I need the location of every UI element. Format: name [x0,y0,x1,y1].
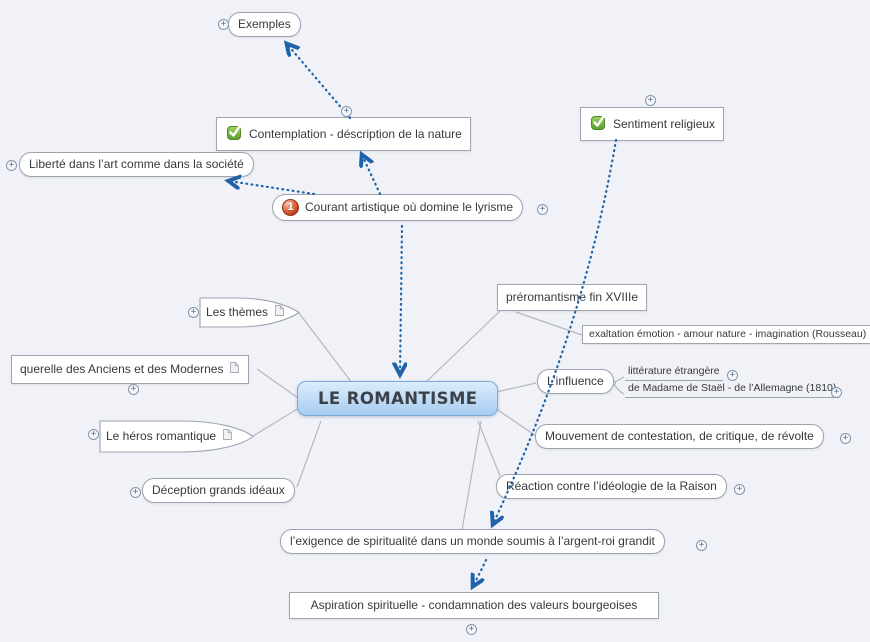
topic-reaction[interactable]: Réaction contre l’idéologie de la Raison [496,474,727,499]
topic-label: de Madame de Staël - de l’Allemagne (181… [628,382,837,394]
topic-label: Le héros romantique [106,429,217,443]
topic-label: Courant artistique où domine le lyrisme [305,200,514,214]
heros-pennant-shape[interactable] [99,420,254,453]
expander-icon[interactable]: + [341,106,352,117]
note-icon [229,361,240,378]
topic-label: Mouvement de contestation, de critique, … [545,429,814,443]
expander-icon[interactable]: + [88,429,99,440]
branch-central-mouvement [491,405,537,437]
branch-central-preromantisme [425,310,501,383]
expander-icon[interactable]: + [696,540,707,551]
green-check-icon [589,113,607,135]
topic-label: Réaction contre l’idéologie de la Raison [506,479,717,493]
topic-label: Liberté dans l’art comme dans la société [29,157,244,171]
expander-icon[interactable]: + [188,307,199,318]
branch-central-heros [252,407,300,437]
topic-label: L’influence [547,374,604,388]
topic-courant[interactable]: 1 Courant artistique où domine le lyrism… [272,194,524,221]
expander-icon[interactable]: + [218,19,229,30]
topic-madame[interactable]: de Madame de Staël - de l’Allemagne (181… [625,382,840,398]
topic-influence[interactable]: L’influence [537,369,614,394]
topic-label: Aspiration spirituelle - condamnation de… [310,598,638,612]
topic-label: préromantisme fin XVIIIe [506,290,639,304]
branch-central-themes [298,312,353,384]
topic-exigence[interactable]: l’exigence de spiritualité dans un monde… [280,529,665,554]
expander-icon[interactable]: + [130,487,141,498]
expander-icon[interactable]: + [128,384,139,395]
note-icon [222,428,233,445]
topic-label: Exemples [238,17,291,31]
topic-heros[interactable]: Le héros romantique [106,428,233,445]
topic-litterature[interactable]: littérature étrangère [625,365,723,381]
expander-icon[interactable]: + [537,204,548,215]
topic-label: Déception grands idéaux [152,483,285,497]
note-icon [274,304,285,321]
expander-icon[interactable]: + [727,370,738,381]
topic-exaltation[interactable]: exaltation émotion - amour nature - imag… [582,325,870,344]
branch-central-querelle [256,368,299,399]
topic-querelle[interactable]: querelle des Anciens et des Modernes [11,355,250,384]
topic-label: Sentiment religieux [613,116,716,131]
branch-central-influence [491,382,537,394]
topic-aspiration[interactable]: Aspiration spirituelle - condamnation de… [289,592,659,619]
branch-preromantisme-exaltation [515,311,583,336]
topic-contemplation[interactable]: Contemplation - déscription de la nature [216,117,471,151]
topic-liberte[interactable]: Liberté dans l’art comme dans la société [19,152,254,177]
topic-label: l’exigence de spiritualité dans un monde… [290,534,655,548]
topic-deception[interactable]: Déception grands idéaux [142,478,295,503]
priority-1-icon: 1 [282,199,299,216]
branch-central-deception [296,420,322,488]
branch-central-exigence [461,420,482,531]
topic-label: exaltation émotion - amour nature - imag… [589,328,867,340]
topic-label: querelle des Anciens et des Modernes [20,362,224,376]
central-topic[interactable]: LE ROMANTISME [297,381,499,416]
expander-icon[interactable]: + [840,433,851,444]
topic-label: Les thèmes [206,305,269,319]
topic-exemples[interactable]: Exemples [228,12,301,37]
expander-icon[interactable]: + [6,160,17,171]
themes-pennant-shape[interactable] [199,297,300,328]
topic-preromantisme[interactable]: préromantisme fin XVIIIe [497,284,648,311]
topic-label: littérature étrangère [628,365,720,377]
branch-central-reaction [477,420,501,477]
topic-sentiment[interactable]: Sentiment religieux [580,107,725,141]
central-topic-label: LE ROMANTISME [318,389,478,408]
expander-icon[interactable]: + [734,484,745,495]
topic-les-themes[interactable]: Les thèmes [206,304,285,321]
expander-icon[interactable]: + [466,624,477,635]
topic-mouvement[interactable]: Mouvement de contestation, de critique, … [535,424,824,449]
topic-label: Contemplation - déscription de la nature [249,126,462,141]
expander-icon[interactable]: + [645,95,656,106]
green-check-icon [225,123,243,145]
expander-icon[interactable]: + [831,387,842,398]
